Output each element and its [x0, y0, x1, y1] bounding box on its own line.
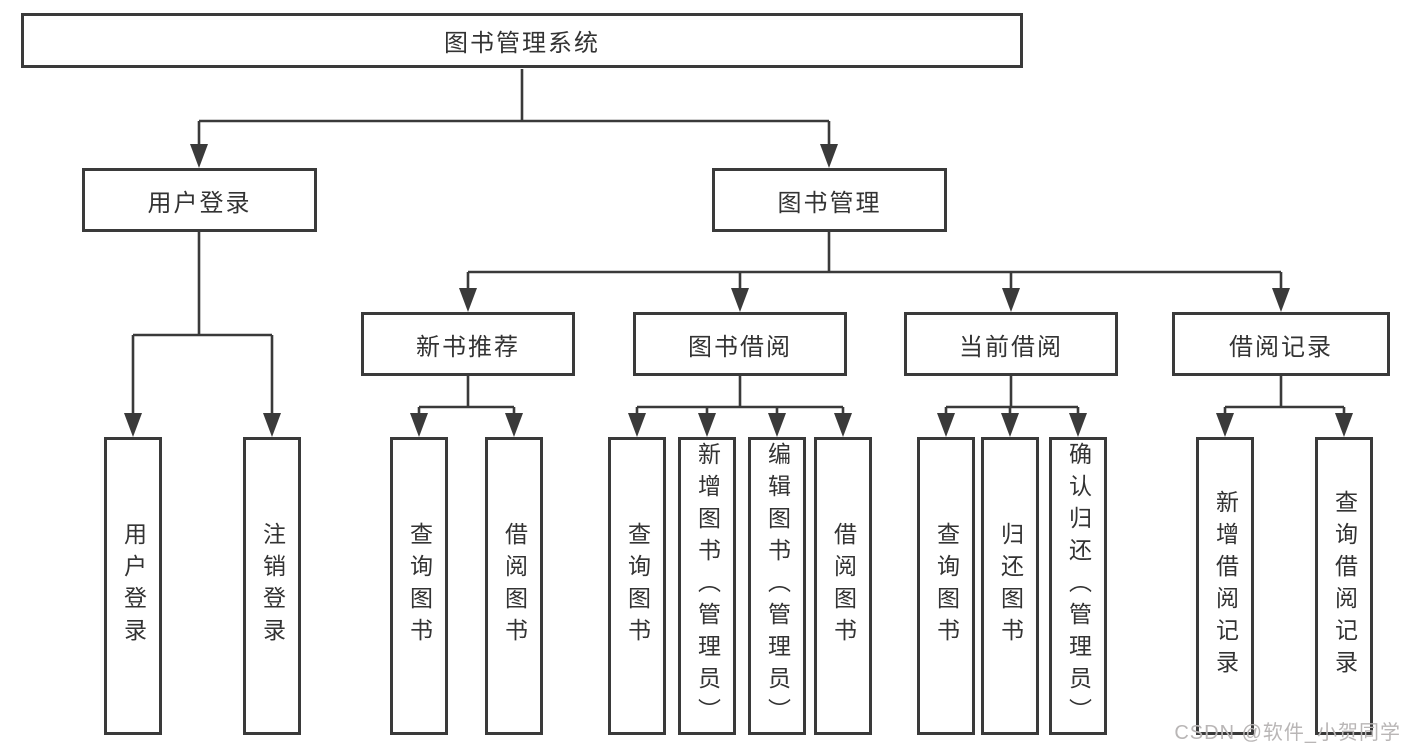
- node-library-management-system: 图书管理系统: [21, 13, 1023, 68]
- leaf-edit-books-admin: 编辑图书（管理员）: [748, 437, 806, 735]
- node-user-login: 用户登录: [82, 168, 317, 232]
- node-label: 图书管理系统: [444, 30, 600, 57]
- node-label: 新增图书（管理员）: [694, 442, 721, 730]
- leaf-query-borrow-record: 查询借阅记录: [1315, 437, 1373, 735]
- leaf-add-books-admin: 新增图书（管理员）: [678, 437, 736, 735]
- connector-new-book-children: [410, 376, 523, 437]
- leaf-borrow-books: 借阅图书: [485, 437, 543, 735]
- node-label: 借阅图书: [501, 522, 528, 650]
- node-label: 图书借阅: [688, 333, 792, 361]
- node-book-borrowing: 图书借阅: [633, 312, 847, 376]
- node-label: 借阅记录: [1229, 333, 1333, 361]
- node-label: 借阅图书: [830, 522, 857, 650]
- node-label: 图书管理: [777, 189, 882, 217]
- leaf-add-borrow-record: 新增借阅记录: [1196, 437, 1254, 735]
- node-label: 用户登录: [120, 522, 147, 650]
- node-book-management: 图书管理: [712, 168, 947, 232]
- csdn-watermark: CSDN @软件_小贺同学: [1174, 722, 1401, 744]
- node-label: 查询图书: [933, 522, 960, 650]
- connector-book-mgmt-to-level3: [459, 232, 1290, 312]
- leaf-query-books: 查询图书: [608, 437, 666, 735]
- node-label: 归还图书: [997, 522, 1024, 650]
- connector-current-children: [937, 376, 1087, 437]
- leaf-query-books: 查询图书: [390, 437, 448, 735]
- node-label: 编辑图书（管理员）: [764, 442, 791, 730]
- node-label: 当前借阅: [959, 333, 1063, 361]
- connector-records-children: [1216, 376, 1353, 437]
- connector-user-login-children: [124, 232, 281, 437]
- node-new-book-recommendation: 新书推荐: [361, 312, 575, 376]
- node-label: 新增借阅记录: [1212, 490, 1239, 682]
- node-label: 注销登录: [259, 522, 286, 650]
- leaf-query-books: 查询图书: [917, 437, 975, 735]
- node-label: 查询借阅记录: [1331, 490, 1358, 682]
- leaf-logout: 注销登录: [243, 437, 301, 735]
- node-borrowing-records: 借阅记录: [1172, 312, 1390, 376]
- node-label: 查询图书: [406, 522, 433, 650]
- leaf-return-books: 归还图书: [981, 437, 1039, 735]
- node-label: 新书推荐: [416, 333, 520, 361]
- node-current-borrowing: 当前借阅: [904, 312, 1118, 376]
- leaf-confirm-return-admin: 确认归还（管理员）: [1049, 437, 1107, 735]
- connector-root-to-level2: [190, 69, 838, 168]
- leaf-borrow-books: 借阅图书: [814, 437, 872, 735]
- connector-borrowing-children: [628, 376, 852, 437]
- leaf-user-login: 用户登录: [104, 437, 162, 735]
- node-label: 查询图书: [624, 522, 651, 650]
- node-label: 确认归还（管理员）: [1065, 442, 1092, 730]
- node-label: 用户登录: [147, 189, 252, 217]
